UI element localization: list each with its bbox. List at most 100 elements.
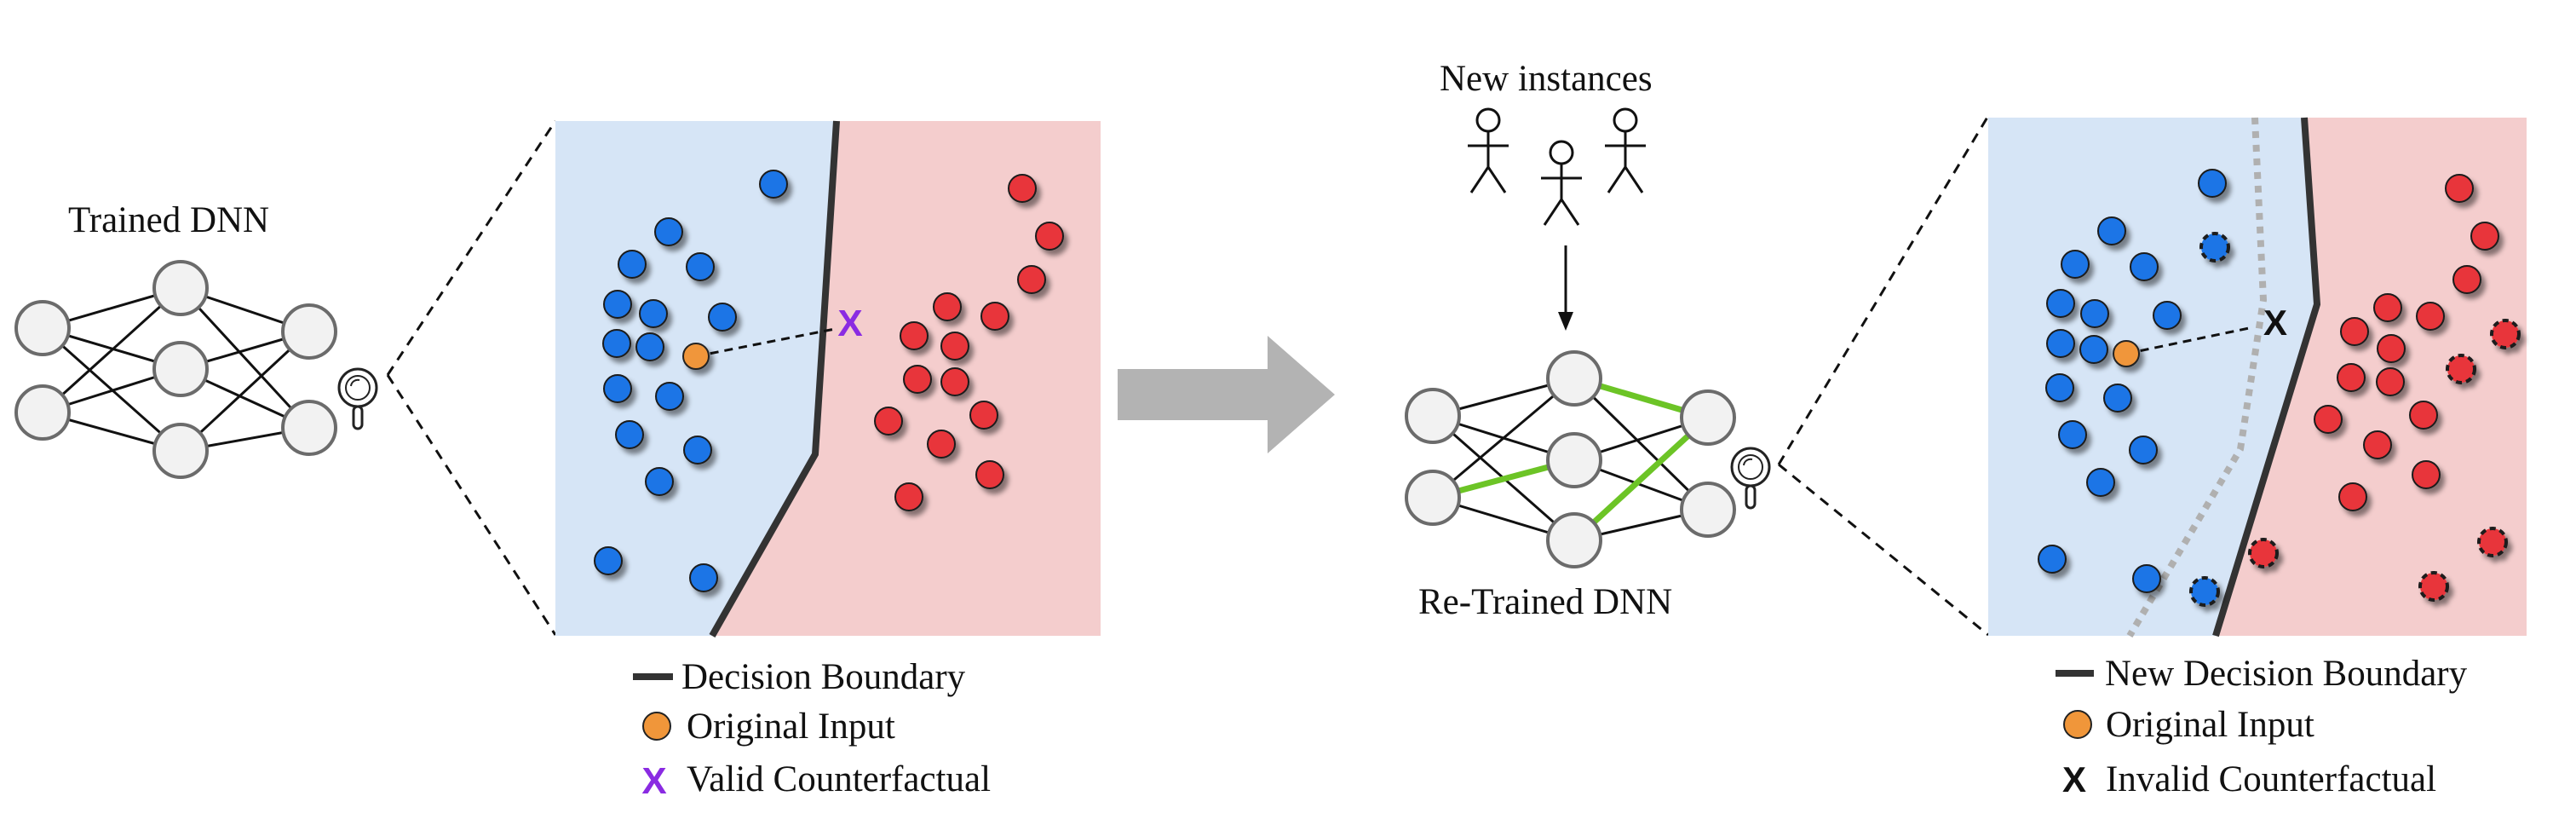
right-points xyxy=(2038,169,2521,607)
right-decision-panel: X xyxy=(1988,117,2527,638)
red-point xyxy=(2314,405,2343,434)
blue-point xyxy=(2129,436,2158,464)
person-icon xyxy=(1468,107,1509,193)
trained-dnn-graph xyxy=(14,260,337,479)
red-point xyxy=(894,482,923,511)
red-point xyxy=(2377,334,2406,363)
blue-point xyxy=(2153,301,2182,330)
trained-dnn: Trained DNN xyxy=(14,200,337,479)
retrained-dnn-edge xyxy=(1573,377,1710,511)
blue-point xyxy=(2046,289,2075,318)
blue-point xyxy=(2079,335,2108,364)
original-input-point-right xyxy=(2113,340,2140,367)
red-point xyxy=(2409,401,2438,430)
trained-dnn-edge xyxy=(179,286,311,430)
trained-dnn-edge xyxy=(41,286,182,414)
blue-point xyxy=(2097,216,2126,245)
red-point xyxy=(980,302,1009,331)
blue-point xyxy=(615,420,644,449)
blue-point xyxy=(639,299,668,328)
arrow-right-icon xyxy=(1118,336,1335,453)
blue-point xyxy=(2061,250,2090,279)
counterfactual-link xyxy=(695,327,836,358)
new-red-instance xyxy=(2446,354,2476,384)
blue-point xyxy=(602,329,631,358)
trained-dnn-node xyxy=(281,303,337,360)
legend-new-decision-boundary: New Decision Boundary xyxy=(2105,654,2468,694)
trained-dnn-node xyxy=(281,400,337,456)
red-point xyxy=(1035,222,1064,251)
retrained-dnn-node xyxy=(1680,389,1736,446)
red-point xyxy=(2376,367,2405,396)
trained-dnn-node xyxy=(152,260,209,316)
retrained-dnn-node xyxy=(1680,482,1736,538)
original-input-point xyxy=(682,343,710,370)
person-icon xyxy=(1605,107,1646,193)
retrained-dnn-node xyxy=(1405,470,1461,526)
blue-region-right xyxy=(1988,118,2317,636)
valid-counterfactual-mark: X xyxy=(837,303,862,344)
instances-arrowhead xyxy=(1558,312,1573,331)
old-decision-boundary xyxy=(2126,117,2268,638)
zoom-line-top xyxy=(386,120,557,376)
trained-dnn-label: Trained DNN xyxy=(68,200,269,240)
blue-point xyxy=(2132,564,2161,593)
blue-point xyxy=(594,546,623,575)
trained-dnn-node xyxy=(152,423,209,479)
new-blue-instance xyxy=(2199,232,2230,262)
legend-invalid-counterfactual: Invalid Counterfactual xyxy=(2106,759,2436,799)
blue-point xyxy=(2130,252,2159,281)
red-point xyxy=(2470,222,2499,251)
retrained-dnn-node xyxy=(1546,432,1602,488)
red-point xyxy=(927,430,956,459)
blue-point xyxy=(2045,373,2074,402)
red-point xyxy=(2452,265,2481,294)
blue-point xyxy=(603,374,632,403)
red-point xyxy=(900,321,929,350)
retrained-dnn-updated-edge xyxy=(1572,415,1711,543)
red-point xyxy=(1017,265,1046,294)
red-point xyxy=(2416,302,2445,331)
legend-orange-dot xyxy=(642,712,671,741)
invalid-counterfactual-mark: X xyxy=(2263,303,2287,343)
blue-point xyxy=(654,217,683,246)
red-point xyxy=(940,367,969,396)
retrained-dnn-node xyxy=(1546,512,1602,568)
legend-orange-dot-right xyxy=(2063,710,2092,739)
new-red-instance xyxy=(2248,538,2279,568)
person-icon xyxy=(1541,140,1582,226)
red-point xyxy=(1008,174,1037,203)
legend-original-input-right: Original Input xyxy=(2106,705,2314,745)
retrained-dnn-label: Re-Trained DNN xyxy=(1418,582,1672,622)
new-instances: New instances xyxy=(1440,59,1653,331)
blue-point xyxy=(708,303,737,332)
new-instance-figures xyxy=(1468,107,1646,226)
blue-point xyxy=(2103,384,2132,412)
decision-boundary xyxy=(709,120,840,638)
red-point xyxy=(2338,482,2367,511)
blue-point xyxy=(645,467,674,496)
red-point xyxy=(975,460,1004,489)
red-point xyxy=(903,365,932,394)
blue-point xyxy=(635,332,664,361)
magnifier-icon xyxy=(1730,447,1771,510)
trained-dnn-edge xyxy=(179,330,311,453)
zoom-line-top-right xyxy=(1777,115,1990,465)
retrained-dnn-edge xyxy=(1432,377,1575,499)
left-decision-panel: X xyxy=(555,120,1101,638)
blue-region xyxy=(555,121,837,636)
new-decision-boundary xyxy=(2212,117,2321,638)
red-point xyxy=(2340,317,2369,346)
blue-point xyxy=(686,252,715,281)
blue-point xyxy=(2198,169,2227,198)
left-points xyxy=(594,170,1064,592)
blue-point xyxy=(655,382,684,411)
legend-original-input: Original Input xyxy=(687,707,895,747)
red-point xyxy=(2412,460,2441,489)
blue-point xyxy=(2038,545,2067,574)
new-instances-label: New instances xyxy=(1440,59,1653,99)
blue-point xyxy=(2046,329,2075,358)
blue-point xyxy=(689,563,718,592)
right-legend: New Decision Boundary Original Input X I… xyxy=(2056,654,2468,799)
retrained-dnn-node xyxy=(1405,388,1461,444)
